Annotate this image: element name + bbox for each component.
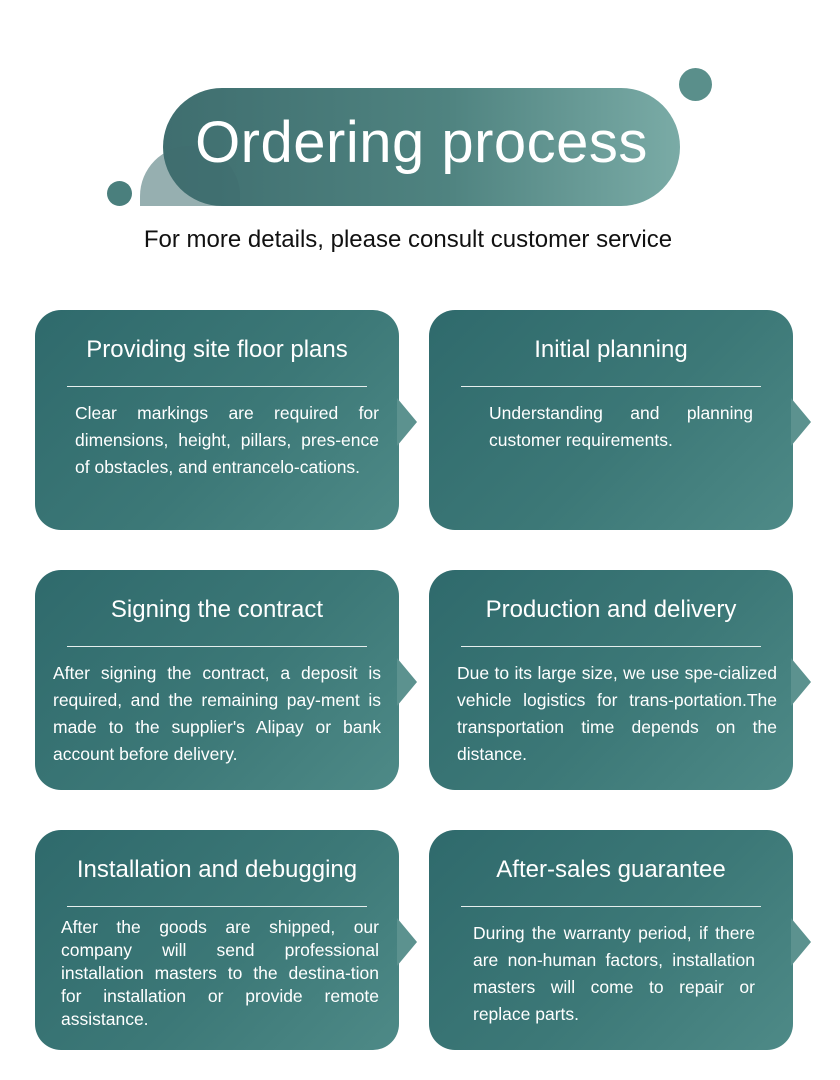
step-description: Understanding and planning customer requ… [489, 403, 753, 450]
step-card-production-delivery: Production and delivery Due to its large… [429, 570, 811, 790]
divider [67, 906, 367, 907]
step-card-initial-planning: Initial planning Understanding and plann… [429, 310, 811, 530]
step-description: During the warranty period, if there are… [473, 923, 755, 1024]
step-title: After-sales guarantee [496, 856, 726, 883]
step-card-site-floor-plans: Providing site floor plans Clear marking… [35, 310, 417, 530]
divider [461, 386, 761, 387]
step-title: Installation and debugging [76, 856, 358, 883]
page-title: Ordering process [195, 110, 648, 175]
step-description: Due to its large size, we use spe-cializ… [457, 663, 777, 764]
step-description: After the goods are shipped, our company… [61, 917, 379, 1029]
step-title: Initial planning [534, 336, 688, 363]
divider [461, 906, 761, 907]
divider [461, 646, 761, 647]
step-description: Clear markings are required for dimensio… [75, 403, 379, 477]
step-title: Providing site floor plans [86, 336, 348, 363]
decorative-dot-left [107, 181, 132, 206]
step-description: After signing the contract, a deposit is… [53, 663, 381, 764]
step-card-signing-contract: Signing the contract After signing the c… [35, 570, 417, 790]
divider [67, 646, 367, 647]
title-banner [163, 88, 680, 206]
step-title: Production and delivery [485, 596, 737, 623]
step-card-after-sales-guarantee: After-sales guarantee During the warrant… [429, 830, 811, 1050]
divider [67, 386, 367, 387]
step-card-installation-debugging: Installation and debugging After the goo… [35, 830, 417, 1050]
page-subtitle: For more details, please consult custome… [143, 226, 673, 253]
decorative-dot-top-right [679, 68, 712, 101]
step-title: Signing the contract [110, 596, 324, 623]
